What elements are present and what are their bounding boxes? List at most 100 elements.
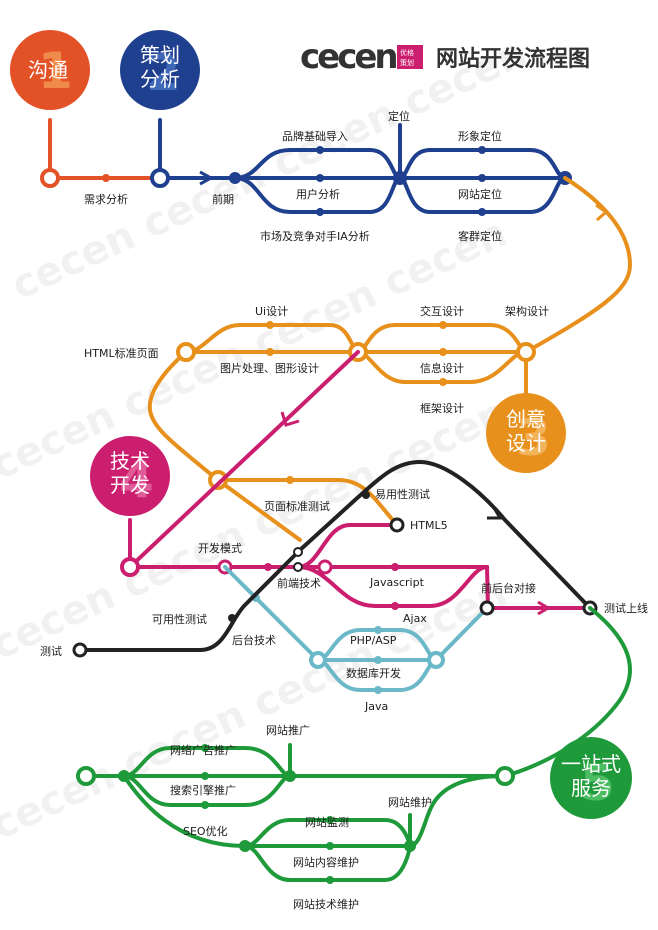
label-html-standard-page: HTML标准页面	[84, 346, 159, 360]
station-js-hub	[317, 559, 333, 575]
label-early-stage: 前期	[212, 192, 234, 206]
station-tech-maint	[326, 876, 334, 884]
label-image-processing: 图片处理、图形设计	[220, 362, 319, 375]
station-seo	[239, 840, 251, 852]
label-php-asp: PHP/ASP	[350, 634, 397, 647]
station-frame	[439, 378, 447, 386]
station-html5	[389, 517, 405, 533]
station-dev-dot	[264, 563, 272, 571]
label-availability-test: 可用性测试	[152, 612, 207, 626]
svg-text:2: 2	[146, 44, 181, 102]
line-testing	[72, 460, 598, 658]
station-positioning	[393, 171, 407, 185]
label-usability-test: 易用性测试	[375, 487, 430, 501]
station-search-lower	[201, 801, 209, 809]
station-planning	[150, 168, 170, 188]
label-site-maintenance: 网站维护	[388, 795, 432, 809]
label-fb-integration: 前后台对接	[481, 581, 536, 595]
station-architecture	[516, 342, 536, 362]
label-ajax: Ajax	[403, 612, 427, 625]
label-dev-mode: 开发模式	[198, 541, 242, 555]
label-site-positioning: 网站定位	[458, 187, 502, 201]
station-content	[326, 842, 334, 850]
label-user-analysis: 用户分析	[296, 187, 340, 201]
station-site	[478, 174, 486, 182]
label-network-ads: 网络广告推广	[170, 743, 236, 757]
svg-text:5: 5	[580, 754, 615, 812]
station-usability	[362, 491, 370, 499]
stamp-seal	[397, 45, 423, 69]
label-frontend-tech: 前端技术	[277, 576, 321, 590]
label-database-dev: 数据库开发	[346, 666, 401, 680]
line-service	[76, 606, 632, 884]
station-database	[374, 656, 382, 664]
line-creative	[147, 176, 632, 542]
label-html5: HTML5	[410, 519, 448, 532]
svg-text:服务: 服务	[571, 776, 611, 800]
badge-creative: 3 创意 设计	[486, 393, 566, 473]
label-site-monitoring: 网站监测	[305, 815, 349, 829]
line-backend	[223, 565, 489, 694]
station-search	[201, 772, 209, 780]
station-backend-right	[427, 651, 445, 669]
station-tech-start	[120, 557, 140, 577]
station-start	[40, 168, 60, 188]
label-test-launch: 测试上线	[604, 601, 648, 615]
station-java	[374, 686, 382, 694]
station-customer	[478, 208, 486, 216]
label-page-standard-test: 页面标准测试	[264, 499, 330, 513]
station-ads	[201, 744, 209, 752]
station-service-end	[495, 766, 515, 786]
label-customer-positioning: 客群定位	[458, 229, 502, 243]
station-frontend	[293, 562, 303, 572]
label-content-maintenance: 网站内容维护	[293, 855, 359, 869]
station-early	[229, 172, 241, 184]
svg-text:策划: 策划	[140, 43, 180, 67]
station-service-start	[76, 766, 96, 786]
station-page-test	[286, 476, 294, 484]
station-interaction	[439, 321, 447, 329]
label-image-positioning: 形象定位	[458, 129, 502, 143]
station-market	[316, 208, 324, 216]
svg-text:设计: 设计	[506, 431, 546, 455]
station-user	[316, 174, 324, 182]
label-frame-design: 框架设计	[420, 402, 464, 415]
station-brand	[316, 146, 324, 154]
station-info	[439, 348, 447, 356]
station-availability	[228, 614, 236, 622]
station-needs	[102, 174, 110, 182]
svg-text:沟通: 沟通	[28, 58, 68, 82]
stamp-line-1: 优格	[400, 48, 414, 57]
label-market-analysis: 市场及竞争对手IA分析	[260, 229, 370, 243]
label-tech-maintenance: 网站技术维护	[293, 897, 359, 911]
station-php	[374, 626, 382, 634]
header: cecen 优格 策划 网站开发流程图	[300, 37, 590, 77]
label-brand-import: 品牌基础导入	[282, 129, 348, 143]
svg-text:技术: 技术	[110, 449, 150, 473]
label-info-design: 信息设计	[420, 361, 464, 375]
svg-text:3: 3	[516, 409, 551, 467]
station-backend-left	[309, 651, 327, 669]
badge-planning: 2 策划 分析	[120, 30, 200, 110]
logo: cecen	[300, 37, 396, 77]
line-communication	[40, 118, 162, 188]
station-test-hub	[208, 470, 228, 490]
label-seo: SEO优化	[183, 824, 228, 838]
station-maintenance	[404, 840, 416, 852]
label-javascript: Javascript	[369, 576, 425, 589]
label-needs-analysis: 需求分析	[84, 192, 128, 206]
page-title: 网站开发流程图	[436, 46, 590, 72]
station-page-test-cross	[293, 547, 303, 557]
labels: 需求分析 前期 定位 品牌基础导入 用户分析 市场及竞争对手IA分析 形象定位 …	[40, 109, 648, 911]
svg-text:4: 4	[119, 451, 154, 509]
label-interaction-design: 交互设计	[420, 304, 464, 318]
station-html-page	[176, 342, 196, 362]
station-ui	[266, 321, 274, 329]
svg-text:创意: 创意	[506, 407, 546, 431]
label-backend-tech: 后台技术	[232, 633, 276, 647]
station-image	[478, 146, 486, 154]
svg-text:一站式: 一站式	[561, 752, 621, 776]
station-ajax	[391, 602, 399, 610]
stamp-line-2: 策划	[400, 58, 414, 67]
